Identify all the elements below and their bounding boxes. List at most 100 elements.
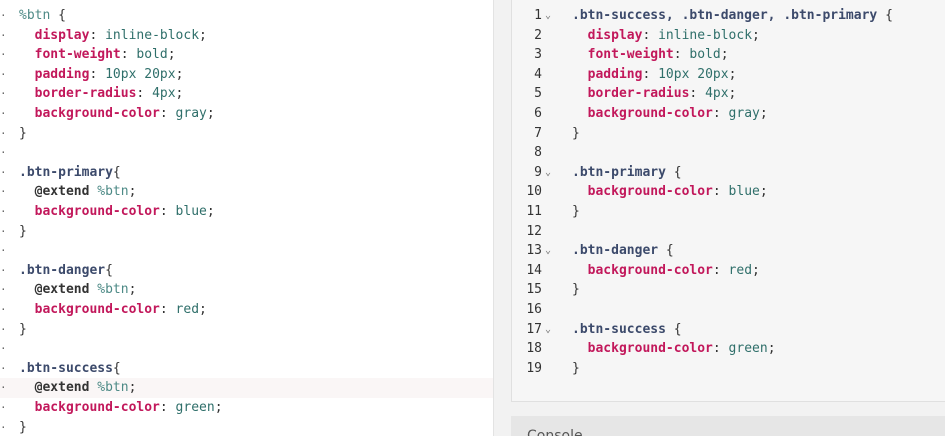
output-code-line[interactable]: 15} bbox=[512, 280, 945, 300]
output-code-text: } bbox=[572, 280, 580, 300]
editor-code-line[interactable]: · display: inline-block; bbox=[0, 26, 493, 46]
code-token: : bbox=[159, 106, 176, 121]
css-output-pane[interactable]: 1⌄.btn-success, .btn-danger, .btn-primar… bbox=[511, 0, 945, 402]
editor-code-line[interactable]: ·} bbox=[0, 124, 493, 144]
editor-code-line[interactable]: ·.btn-danger{ bbox=[0, 261, 493, 281]
code-token: background-color bbox=[572, 106, 713, 121]
code-token: : bbox=[642, 27, 659, 43]
code-token: font-weight bbox=[19, 47, 121, 63]
output-code-line[interactable]: 8 bbox=[512, 143, 945, 163]
output-code-line[interactable]: 2 display: inline-block; bbox=[512, 26, 945, 46]
code-token: ; bbox=[128, 184, 137, 200]
line-number: 18 bbox=[526, 341, 542, 357]
editor-code-text: .btn-success{ bbox=[19, 359, 121, 379]
code-token: %btn bbox=[97, 184, 129, 200]
editor-code-line[interactable]: · background-color: green; bbox=[0, 398, 493, 418]
output-code-line[interactable]: 7} bbox=[512, 124, 945, 144]
code-token: background-color bbox=[19, 302, 160, 317]
editor-code-line[interactable]: · bbox=[0, 241, 493, 261]
code-token: : bbox=[673, 47, 690, 63]
code-token: display bbox=[19, 27, 90, 43]
code-token: green bbox=[175, 400, 215, 415]
chevron-down-icon[interactable]: ⌄ bbox=[545, 10, 552, 21]
output-code-line[interactable]: 1⌄.btn-success, .btn-danger, .btn-primar… bbox=[512, 6, 945, 26]
code-token: ; bbox=[199, 27, 207, 43]
code-token: %btn bbox=[97, 282, 129, 298]
line-number: 15 bbox=[526, 282, 542, 298]
editor-code-line[interactable]: · background-color: blue; bbox=[0, 202, 493, 222]
gutter-marker: · bbox=[0, 205, 7, 218]
code-token: { bbox=[665, 164, 682, 180]
line-number: 3 bbox=[534, 47, 542, 63]
output-code-line[interactable]: 6 background-color: gray; bbox=[512, 104, 945, 124]
output-code-line[interactable]: 12 bbox=[512, 222, 945, 242]
gutter-marker: · bbox=[0, 67, 7, 81]
line-number: 7 bbox=[534, 125, 542, 141]
code-token: } bbox=[19, 223, 27, 239]
editor-code-line[interactable]: · background-color: red; bbox=[0, 300, 493, 320]
code-token: { bbox=[877, 8, 893, 23]
editor-code-line[interactable]: · background-color: gray; bbox=[0, 104, 493, 124]
gutter-marker: · bbox=[0, 322, 7, 336]
code-token: } bbox=[19, 125, 27, 141]
output-code-line[interactable]: 9⌄.btn-primary { bbox=[512, 163, 945, 183]
output-code-text: .btn-danger { bbox=[572, 241, 674, 261]
line-number: 8 bbox=[534, 145, 542, 161]
editor-code-line[interactable]: · @extend %btn; bbox=[0, 378, 493, 398]
code-token: %btn bbox=[19, 8, 51, 23]
editor-code-line[interactable]: · bbox=[0, 339, 493, 359]
editor-code-line[interactable]: ·.btn-success{ bbox=[0, 359, 493, 379]
code-token: : bbox=[159, 204, 176, 219]
output-code-line[interactable]: 10 background-color: blue; bbox=[512, 182, 945, 202]
chevron-down-icon[interactable]: ⌄ bbox=[545, 166, 552, 178]
output-code-line[interactable]: 5 border-radius: 4px; bbox=[512, 84, 945, 104]
code-token: padding bbox=[572, 66, 643, 82]
code-token: bold bbox=[136, 47, 168, 63]
editor-code-line[interactable]: ·} bbox=[0, 222, 493, 242]
output-code-line[interactable]: 3 font-weight: bold; bbox=[512, 45, 945, 65]
output-code-line[interactable]: 18 background-color: green; bbox=[512, 339, 945, 359]
editor-code-text: font-weight: bold; bbox=[19, 45, 176, 65]
code-token: ; bbox=[199, 302, 207, 317]
output-code-line[interactable]: 14 background-color: red; bbox=[512, 261, 945, 281]
code-token: background-color bbox=[19, 204, 160, 219]
console-panel[interactable]: Console bbox=[511, 416, 945, 436]
editor-code-text: display: inline-block; bbox=[19, 26, 207, 46]
code-token: : bbox=[89, 66, 106, 82]
output-code-line[interactable]: 13⌄.btn-danger { bbox=[512, 241, 945, 261]
code-token: ; bbox=[728, 66, 737, 82]
code-token: } bbox=[572, 204, 580, 219]
code-token: 4px bbox=[705, 86, 729, 102]
code-token: } bbox=[19, 321, 27, 337]
code-token: ; bbox=[752, 262, 760, 278]
chevron-down-icon[interactable]: ⌄ bbox=[545, 323, 552, 335]
editor-code-line[interactable]: · @extend %btn; bbox=[0, 280, 493, 300]
chevron-down-icon[interactable]: ⌄ bbox=[545, 245, 552, 257]
editor-code-line[interactable]: ·} bbox=[0, 418, 493, 436]
editor-code-line[interactable]: ·.btn-primary{ bbox=[0, 163, 493, 183]
code-token: blue bbox=[728, 184, 760, 200]
output-code-line[interactable]: 19} bbox=[512, 359, 945, 379]
editor-code-line[interactable]: · @extend %btn; bbox=[0, 182, 493, 202]
output-code-line[interactable]: 11} bbox=[512, 202, 945, 222]
scss-editor-pane[interactable]: ·%btn {· display: inline-block;· font-we… bbox=[0, 0, 494, 436]
editor-code-line[interactable]: ·%btn { bbox=[0, 6, 493, 26]
editor-code-line[interactable]: · padding: 10px 20px; bbox=[0, 65, 493, 85]
output-code-text: .btn-success { bbox=[572, 320, 682, 340]
output-code-line[interactable]: 17⌄.btn-success { bbox=[512, 320, 945, 340]
gutter-marker: · bbox=[0, 107, 7, 120]
code-token: : bbox=[712, 262, 729, 278]
code-token: : bbox=[689, 86, 706, 102]
code-token: : bbox=[136, 86, 153, 102]
gutter-marker: · bbox=[0, 263, 7, 277]
editor-code-line[interactable]: · border-radius: 4px; bbox=[0, 84, 493, 104]
line-number: 5 bbox=[534, 86, 542, 102]
code-token: .btn-success bbox=[19, 360, 113, 376]
editor-code-line[interactable]: · bbox=[0, 143, 493, 163]
editor-code-line[interactable]: · font-weight: bold; bbox=[0, 45, 493, 65]
editor-code-line[interactable]: ·} bbox=[0, 320, 493, 340]
output-code-line[interactable]: 16 bbox=[512, 300, 945, 320]
code-token: : bbox=[712, 341, 729, 357]
output-code-line[interactable]: 4 padding: 10px 20px; bbox=[512, 65, 945, 85]
editor-code-text: } bbox=[19, 124, 27, 144]
